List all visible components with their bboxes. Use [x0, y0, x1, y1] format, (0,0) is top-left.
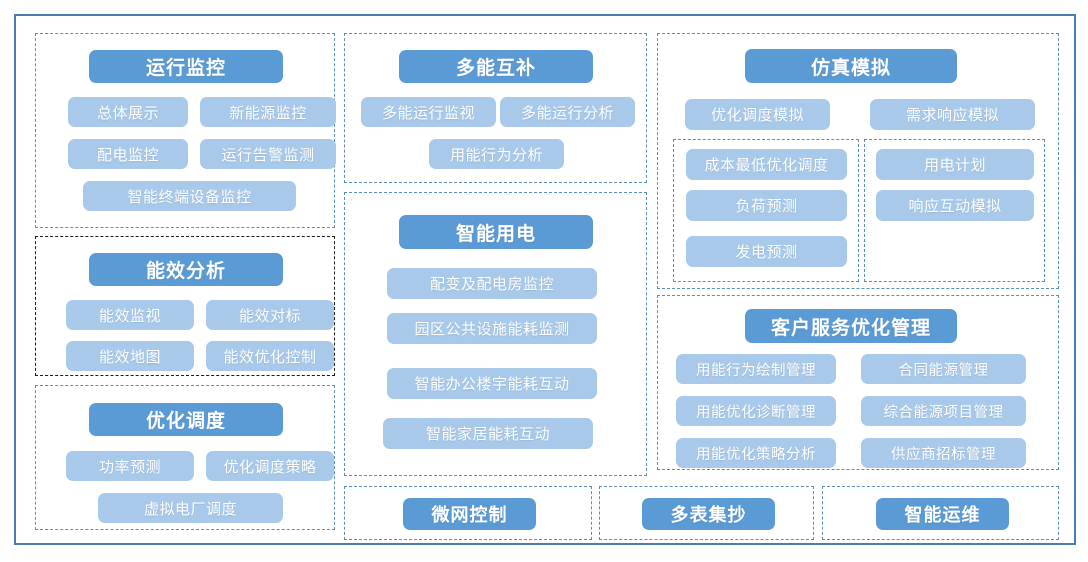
- group-customer-service-optimization: 客户服务优化管理 用能行为绘制管理 合同能源管理 用能优化诊断管理 综合能源项目…: [657, 295, 1059, 470]
- group-microgrid-control: 微网控制: [344, 486, 592, 540]
- item-new-energy-monitoring[interactable]: 新能源监控: [200, 97, 336, 127]
- group-multi-meter-reading: 多表集抄: [599, 486, 814, 540]
- item-efficiency-monitoring[interactable]: 能效监视: [66, 300, 194, 330]
- item-electricity-usage-plan[interactable]: 用电计划: [876, 149, 1034, 180]
- item-optimal-dispatch-simulation[interactable]: 优化调度模拟: [685, 99, 830, 130]
- item-optimal-dispatch-strategy[interactable]: 优化调度策略: [206, 451, 334, 481]
- group-header-optimal-dispatch[interactable]: 优化调度: [89, 403, 283, 436]
- subgroup-simulation-demand: 用电计划 响应互动模拟: [864, 139, 1045, 282]
- group-header-customer-service-optimization[interactable]: 客户服务优化管理: [745, 309, 957, 343]
- group-smart-electricity: 智能用电 配变及配电房监控 园区公共设施能耗监测 智能办公楼宇能耗互动 智能家居…: [344, 192, 647, 476]
- diagram-frame: 运行监控 总体展示 新能源监控 配电监控 运行告警监测 智能终端设备监控 能效分…: [14, 14, 1076, 545]
- item-generation-forecast[interactable]: 发电预测: [686, 236, 847, 267]
- group-operation-monitoring: 运行监控 总体展示 新能源监控 配电监控 运行告警监测 智能终端设备监控: [35, 33, 336, 228]
- item-multi-energy-operation-monitoring[interactable]: 多能运行监视: [361, 97, 496, 127]
- item-smart-terminal-device-monitoring[interactable]: 智能终端设备监控: [83, 181, 296, 211]
- item-demand-response-simulation[interactable]: 需求响应模拟: [870, 99, 1035, 130]
- group-header-operation-monitoring[interactable]: 运行监控: [89, 50, 283, 83]
- item-multi-energy-operation-analysis[interactable]: 多能运行分析: [500, 97, 635, 127]
- group-multi-energy-complementarity: 多能互补 多能运行监视 多能运行分析 用能行为分析: [344, 33, 647, 183]
- item-supplier-bidding-management[interactable]: 供应商招标管理: [861, 438, 1026, 468]
- item-smart-home-energy-interaction[interactable]: 智能家居能耗互动: [383, 418, 593, 449]
- group-optimal-dispatch: 优化调度 功率预测 优化调度策略 虚拟电厂调度: [35, 385, 335, 530]
- group-simulation: 仿真模拟 优化调度模拟 需求响应模拟 成本最低优化调度 负荷预测 发电预测 用电…: [657, 33, 1059, 289]
- item-energy-optimization-diagnosis-management[interactable]: 用能优化诊断管理: [676, 396, 836, 426]
- subgroup-simulation-dispatch: 成本最低优化调度 负荷预测 发电预测: [673, 139, 859, 282]
- group-header-smart-electricity[interactable]: 智能用电: [399, 215, 593, 249]
- item-load-forecast[interactable]: 负荷预测: [686, 190, 847, 221]
- item-smart-office-building-energy-interaction[interactable]: 智能办公楼宇能耗互动: [387, 368, 597, 399]
- item-transformer-and-substation-monitoring[interactable]: 配变及配电房监控: [387, 268, 597, 299]
- item-energy-use-behavior-analysis[interactable]: 用能行为分析: [429, 139, 564, 169]
- item-efficiency-map[interactable]: 能效地图: [66, 341, 194, 371]
- item-response-interaction-simulation[interactable]: 响应互动模拟: [876, 190, 1034, 221]
- item-lowest-cost-optimal-dispatch[interactable]: 成本最低优化调度: [686, 149, 847, 180]
- item-contract-energy-management[interactable]: 合同能源管理: [861, 354, 1026, 384]
- group-header-microgrid-control[interactable]: 微网控制: [403, 498, 536, 530]
- group-header-energy-efficiency-analysis[interactable]: 能效分析: [89, 253, 283, 286]
- item-power-distribution-monitoring[interactable]: 配电监控: [68, 139, 188, 169]
- item-integrated-energy-project-management[interactable]: 综合能源项目管理: [861, 396, 1026, 426]
- group-header-smart-operation-maintenance[interactable]: 智能运维: [876, 498, 1009, 530]
- item-energy-behavior-mapping-management[interactable]: 用能行为绘制管理: [676, 354, 836, 384]
- item-operation-alarm-monitoring[interactable]: 运行告警监测: [200, 139, 336, 169]
- group-smart-operation-maintenance: 智能运维: [822, 486, 1059, 540]
- item-total-display[interactable]: 总体展示: [68, 97, 188, 127]
- group-header-multi-meter-reading[interactable]: 多表集抄: [642, 498, 775, 530]
- item-efficiency-benchmarking[interactable]: 能效对标: [206, 300, 334, 330]
- group-header-multi-energy-complementarity[interactable]: 多能互补: [399, 50, 593, 83]
- item-park-public-facility-energy-monitoring[interactable]: 园区公共设施能耗监测: [387, 313, 597, 344]
- item-efficiency-optimization-control[interactable]: 能效优化控制: [206, 341, 334, 371]
- group-energy-efficiency-analysis: 能效分析 能效监视 能效对标 能效地图 能效优化控制: [35, 236, 335, 376]
- item-energy-optimization-strategy-analysis[interactable]: 用能优化策略分析: [676, 438, 836, 468]
- group-header-simulation[interactable]: 仿真模拟: [745, 49, 957, 83]
- item-virtual-power-plant-dispatch[interactable]: 虚拟电厂调度: [98, 493, 283, 523]
- item-power-forecast[interactable]: 功率预测: [66, 451, 194, 481]
